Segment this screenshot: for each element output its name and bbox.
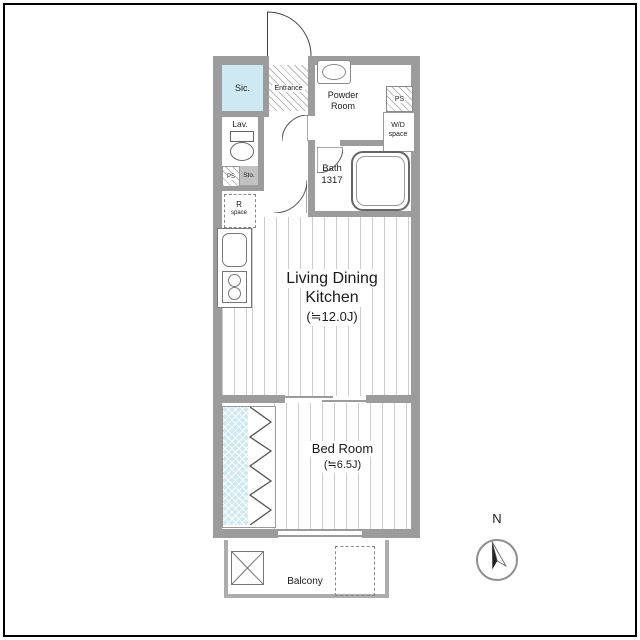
pipe-space-top: PS bbox=[386, 86, 413, 112]
bath-label-line2: 1317 bbox=[321, 175, 343, 186]
wall bbox=[340, 140, 411, 146]
wd-label-line2: space bbox=[388, 131, 408, 138]
lav-label: Lav. bbox=[232, 119, 248, 129]
r-space-label: R space bbox=[225, 200, 253, 218]
compass-north-label: N bbox=[492, 511, 502, 526]
balcony-label: Balcony bbox=[287, 576, 323, 587]
stove-burner-icon bbox=[228, 274, 241, 287]
bedroom-label: Bed Room (≒6.5J) bbox=[274, 441, 411, 473]
powder-room-label-line1: Powder bbox=[327, 90, 359, 100]
wd-label-line1: W/D bbox=[391, 122, 405, 129]
wall bbox=[308, 140, 315, 217]
wall bbox=[366, 395, 420, 403]
powder-door-arc-icon bbox=[282, 115, 308, 141]
outer-frame bbox=[3, 3, 637, 637]
ldk-label-line2: Kitchen bbox=[303, 288, 361, 307]
ldk-floor bbox=[252, 217, 411, 396]
powder-room-label: Powder Room bbox=[312, 90, 374, 112]
stove-burner-icon bbox=[228, 287, 241, 300]
sto-label: Sto. bbox=[243, 172, 255, 179]
folding-door-icon bbox=[248, 407, 273, 525]
window-icon bbox=[278, 535, 362, 537]
r-sub-label: space bbox=[230, 210, 247, 216]
wall bbox=[213, 529, 278, 538]
entrance-area: Entrance bbox=[269, 65, 308, 111]
balcony-wall bbox=[224, 594, 389, 598]
entrance-door-arc-icon bbox=[267, 11, 312, 57]
kitchen-sink-icon bbox=[222, 233, 247, 267]
closet-interior bbox=[223, 407, 248, 525]
wall bbox=[362, 529, 420, 538]
bedroom-label-line1: Bed Room bbox=[309, 441, 376, 457]
ldk-label-line1: Living Dining bbox=[284, 269, 380, 288]
wall bbox=[411, 56, 420, 538]
bedroom-size-label: (≒6.5J) bbox=[321, 457, 364, 473]
wall bbox=[263, 56, 269, 117]
refrigerator-space: R space bbox=[224, 194, 256, 228]
sic-room: Sic. bbox=[222, 65, 263, 111]
toilet-icon bbox=[230, 131, 254, 142]
storage-box: Sto. bbox=[240, 166, 258, 185]
washbasin-icon bbox=[317, 60, 351, 84]
toilet-bowl-icon bbox=[230, 142, 254, 161]
ldk-floor-left bbox=[222, 304, 252, 396]
bathtub-inner-icon bbox=[356, 156, 405, 206]
r-label: R bbox=[236, 200, 242, 209]
washbasin-bowl-icon bbox=[322, 64, 346, 80]
window-icon bbox=[278, 529, 362, 531]
ldk-size-label: (≒12.0J) bbox=[304, 307, 360, 326]
bath-door-arc-icon bbox=[317, 147, 343, 173]
ps-top-label: PS bbox=[393, 95, 406, 103]
ac-unit-icon bbox=[231, 551, 264, 585]
wall bbox=[312, 56, 420, 65]
sliding-door-icon bbox=[322, 400, 366, 402]
wd-space: W/D space bbox=[383, 112, 415, 152]
wall bbox=[213, 56, 266, 65]
wall bbox=[308, 211, 411, 217]
ldk-door-arc-icon bbox=[274, 180, 307, 213]
wall bbox=[213, 395, 285, 403]
powder-room-label-line2: Room bbox=[330, 101, 355, 111]
sliding-door-icon bbox=[285, 396, 333, 398]
pipe-space-left: PS bbox=[222, 166, 240, 187]
balcony-wall bbox=[385, 540, 389, 598]
wall bbox=[258, 111, 264, 191]
bathtub-icon bbox=[351, 151, 410, 211]
wall bbox=[213, 111, 269, 117]
entrance-label: Entrance bbox=[272, 84, 305, 92]
balcony-wall bbox=[224, 540, 228, 598]
compass-icon bbox=[476, 539, 518, 581]
ps-left-label: PS bbox=[226, 173, 235, 180]
ldk-label: Living Dining Kitchen (≒12.0J) bbox=[252, 269, 412, 326]
balcony-dashed-area bbox=[335, 546, 375, 596]
wd-space-label: W/D space bbox=[384, 121, 412, 139]
sic-label: Sic. bbox=[234, 83, 250, 93]
wall bbox=[213, 185, 264, 191]
wall bbox=[308, 56, 315, 116]
